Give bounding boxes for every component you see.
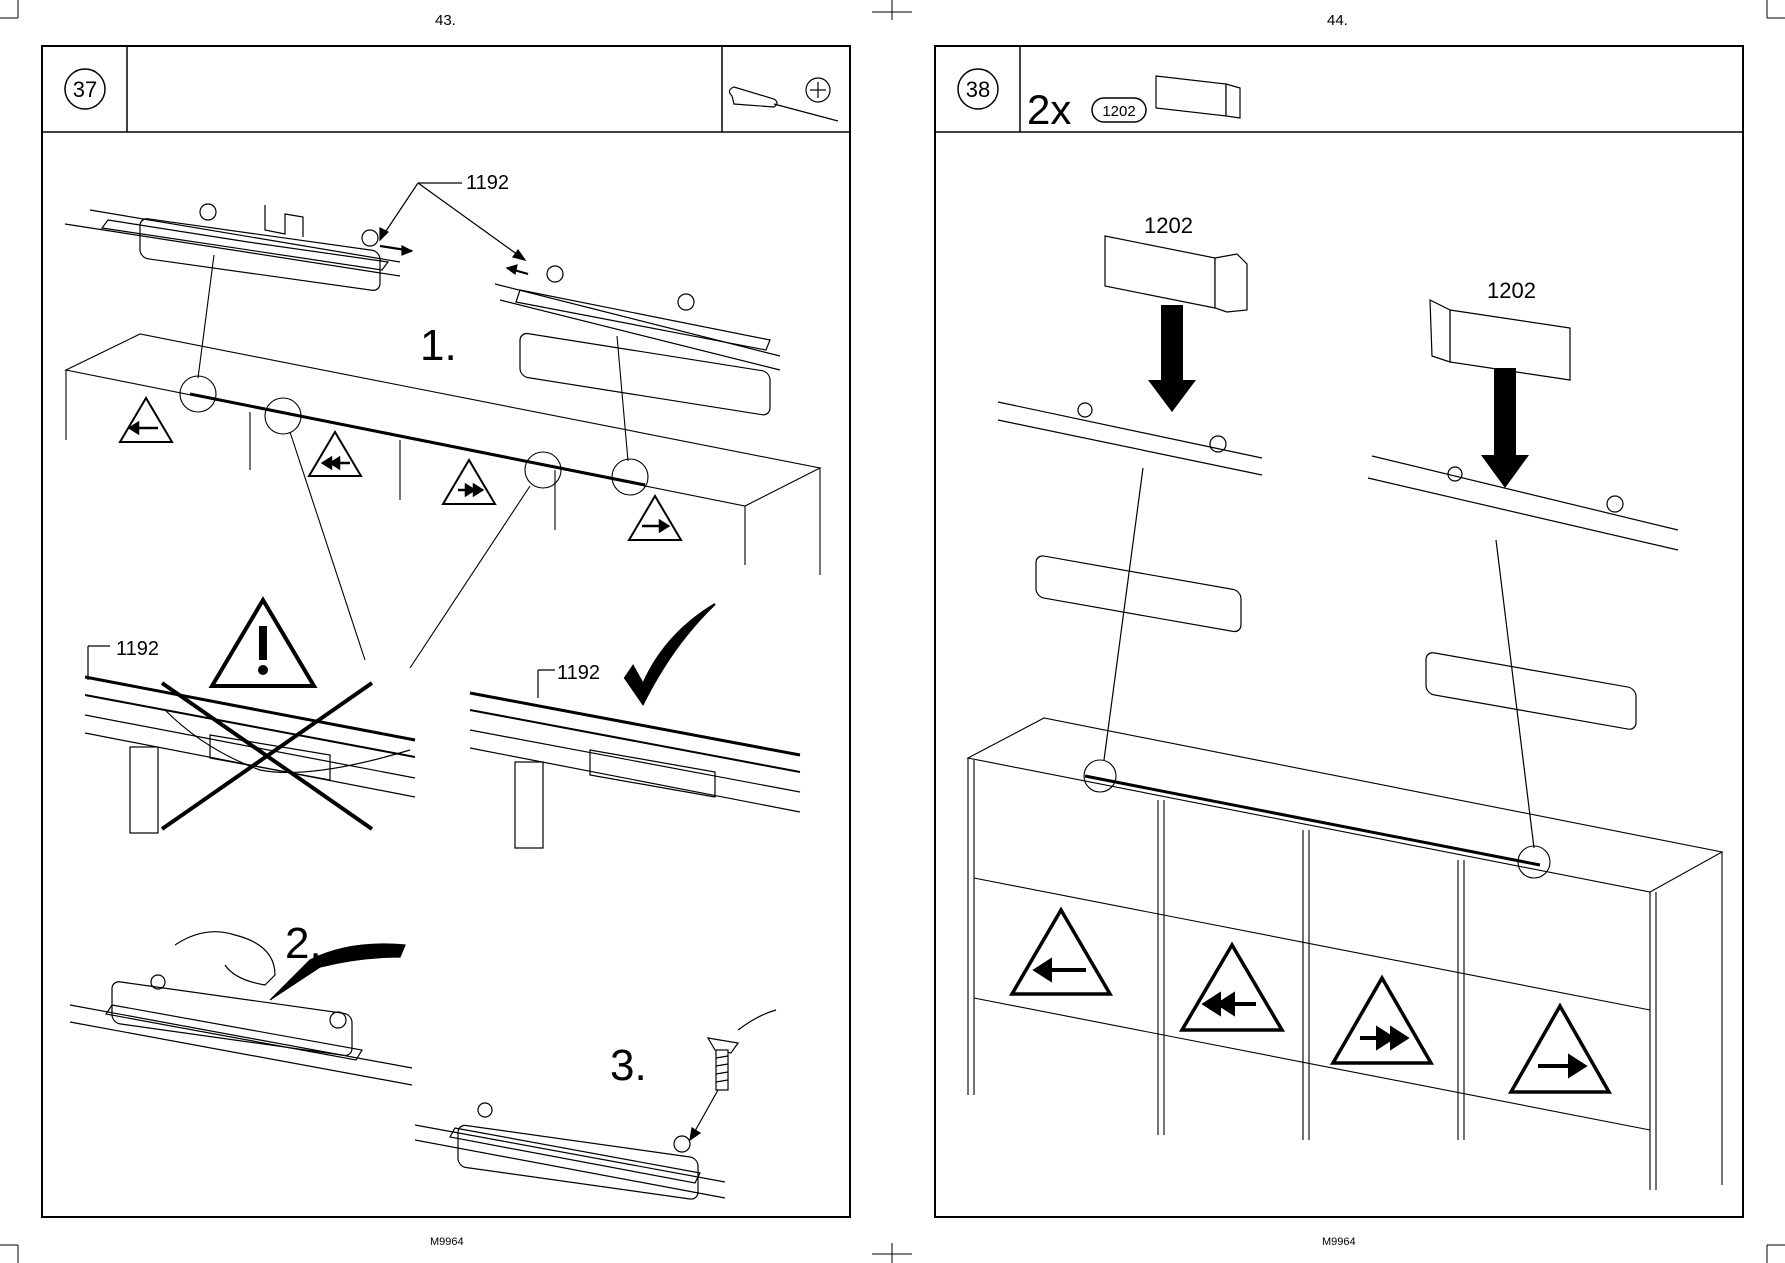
end-cap-part-a	[1104, 235, 1248, 313]
warning-icon	[208, 596, 318, 688]
glider-detail-right-b	[1367, 455, 1679, 730]
wrong-installation-detail	[84, 645, 416, 834]
part-label-1192: 1192	[466, 172, 509, 194]
left-page-number: 43.	[435, 12, 456, 29]
part-badge-oval	[1091, 97, 1147, 123]
arrow-left-icon	[127, 420, 140, 436]
right-page-number: 44.	[1327, 12, 1348, 29]
wardrobe-top-left	[64, 254, 822, 669]
right-part-label: 1192	[557, 662, 600, 684]
part-label-a: 1202	[1144, 213, 1193, 238]
step-number-circle	[64, 68, 106, 110]
right-panel	[934, 45, 1744, 1218]
end-cap-icon	[1155, 75, 1241, 119]
left-footer-code: M9964	[430, 1236, 464, 1248]
double-arrow-right-icon	[464, 482, 477, 498]
step-number-37: 37	[73, 77, 97, 102]
step-number-38: 38	[966, 77, 990, 102]
glider-detail-right-a	[997, 401, 1263, 633]
wardrobe-front-right	[966, 717, 1724, 1190]
wrong-part-label: 1192	[116, 638, 159, 660]
quantity-label: 2x	[1027, 86, 1071, 133]
correct-installation-detail	[469, 669, 801, 849]
right-footer-code: M9964	[1322, 1236, 1356, 1248]
step-label-2: 2.	[285, 919, 322, 968]
screwdriver-phillips-icon	[728, 77, 839, 122]
screw-icon	[706, 1009, 777, 1091]
glider-detail-left	[64, 203, 414, 291]
direction-triangles-right	[1008, 906, 1613, 1094]
step-3-detail	[414, 1089, 726, 1200]
glider-detail-right	[494, 264, 781, 416]
arrow-left-icon	[1032, 957, 1052, 983]
checkmark-icon	[623, 603, 716, 706]
end-cap-part-b	[1429, 299, 1571, 381]
step-2-detail	[69, 931, 413, 1086]
part-callout-leaders	[379, 182, 527, 261]
part-badge-label: 1202	[1102, 103, 1135, 120]
double-arrow-right-icon	[1376, 1025, 1396, 1051]
step-label-1: 1.	[420, 321, 457, 370]
step-number-circle	[957, 68, 999, 110]
arrow-right-icon	[1568, 1053, 1588, 1079]
part-label-b: 1202	[1487, 278, 1536, 303]
left-panel	[41, 45, 851, 1218]
step-label-3: 3.	[610, 1041, 647, 1090]
right-leaders	[1103, 467, 1535, 849]
insert-arrows	[1148, 305, 1529, 488]
arrow-right-icon	[658, 518, 671, 534]
